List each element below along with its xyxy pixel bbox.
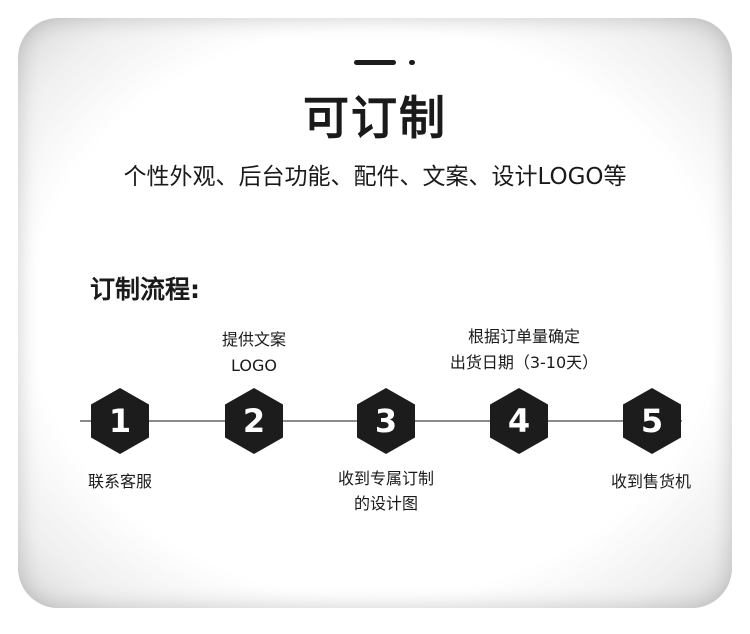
step-2-hexagon: 2 [225,388,283,454]
hexagon-icon [490,388,548,454]
decor-dot [409,60,415,65]
step-3-label-line-1: 收到专属订制 [337,469,434,488]
content-card [18,18,732,608]
step-5-label: 收到售货机 [610,472,691,491]
hexagon-icon [623,388,681,454]
process-title: 订制流程: [90,275,200,304]
step-1-hexagon: 1 [91,388,149,454]
step-4-label-line-2: 出货日期（3-10天） [449,353,599,372]
step-5-number: 5 [640,402,664,440]
step-2-label-line-2: LOGO [231,356,277,375]
decor-dash [354,60,396,65]
step-3-hexagon: 3 [357,388,415,454]
page-title: 可订制 [303,91,447,145]
step-1-number: 1 [108,402,132,440]
step-1-label: 联系客服 [87,472,152,491]
step-4-hexagon: 4 [490,388,548,454]
step-5-hexagon: 5 [623,388,681,454]
page-subtitle: 个性外观、后台功能、配件、文案、设计LOGO等 [123,164,627,190]
hexagon-icon [225,388,283,454]
step-3-label-line-2: 的设计图 [353,494,418,513]
step-4-label-line-1: 根据订单量确定 [467,327,580,346]
hexagon-icon [357,388,415,454]
step-2-label-line-1: 提供文案 [221,330,286,349]
step-3-number: 3 [374,402,398,440]
hexagon-icon [91,388,149,454]
step-4-number: 4 [507,402,531,440]
step-2-number: 2 [242,402,266,440]
